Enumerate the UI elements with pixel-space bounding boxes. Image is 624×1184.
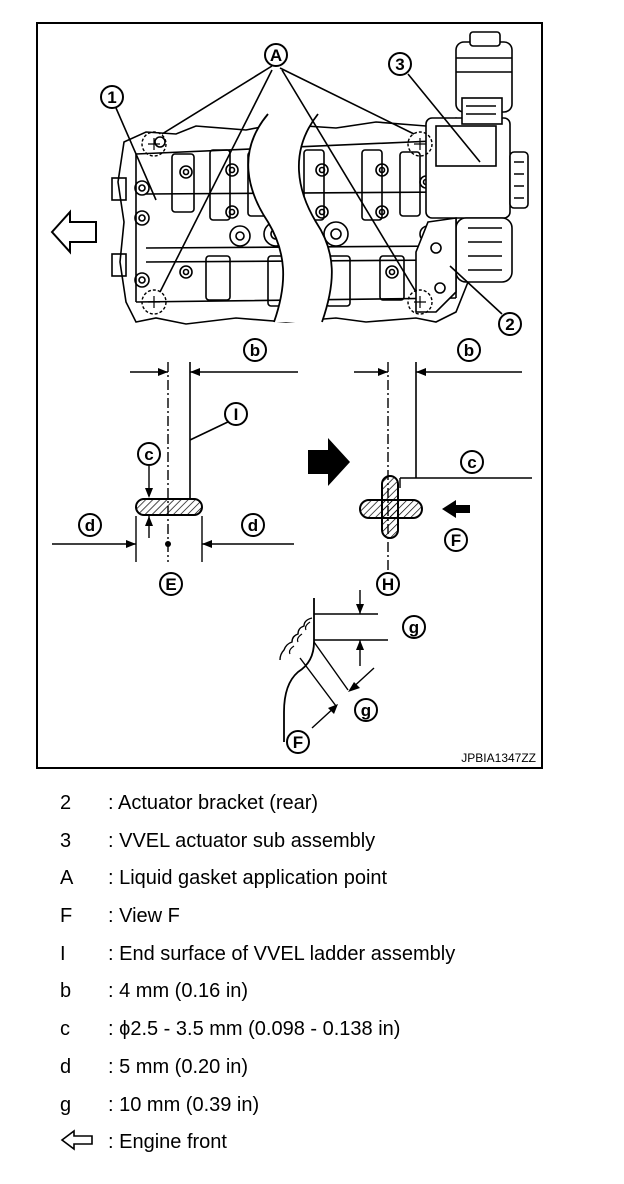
callout-d-left-label: d	[85, 516, 95, 535]
legend-row: d : 5 mm (0.20 in)	[60, 1054, 600, 1092]
legend-engine-front-key	[60, 1129, 100, 1158]
callout-d-right-circle	[241, 513, 265, 537]
legend-row: I : End surface of VVEL ladder assembly	[60, 941, 600, 979]
legend-key: d	[60, 1055, 72, 1078]
callout-H-label: H	[382, 575, 394, 594]
gasket-point-2	[407, 131, 433, 157]
callout-1-label: 1	[107, 88, 116, 107]
legend-text: : End surface of VVEL ladder assembly	[108, 942, 456, 965]
legend-row: c : ϕ2.5 - 3.5 mm (0.098 - 0.138 in)	[60, 1016, 600, 1054]
callout-1-leader	[115, 107, 157, 201]
legend-row: b : 4 mm (0.16 in)	[60, 978, 600, 1016]
callout-E-circle	[159, 572, 183, 596]
legend-row: g : 10 mm (0.39 in)	[60, 1092, 600, 1130]
callout-I-circle	[224, 402, 248, 426]
legend-text: : VVEL actuator sub assembly	[108, 829, 376, 852]
legend-row: 3 : VVEL actuator sub assembly	[60, 828, 600, 866]
legend-text: : Actuator bracket (rear)	[108, 792, 319, 814]
view-F-arrow-icon	[442, 500, 470, 518]
callout-2-label: 2	[505, 315, 514, 334]
callout-F-right-label: F	[451, 531, 461, 550]
direction-arrow-icon	[308, 438, 350, 486]
callout-2-circle	[498, 312, 522, 336]
callout-A-leaders	[159, 65, 417, 293]
callout-c-left-label: c	[144, 445, 153, 464]
callout-3-circle	[388, 52, 412, 76]
legend-key: c	[60, 1018, 70, 1041]
callout-3-leader	[407, 73, 481, 163]
legend-row: F : View F	[60, 903, 600, 941]
detail-E: b I c d d E	[52, 338, 298, 596]
callout-F-bottom-circle	[286, 730, 310, 754]
gasket-bead-E	[135, 498, 203, 516]
callout-g-lower-label: g	[361, 701, 371, 720]
callout-d-left-circle	[78, 513, 102, 537]
callout-3-label: 3	[395, 55, 404, 74]
callout-b-left-circle	[243, 338, 267, 362]
view-F-detail: g g F	[279, 590, 426, 754]
legend-key: g	[60, 1093, 72, 1116]
legend-key: b	[60, 980, 72, 1003]
diagram-svg: A 1 3 2 b I c	[36, 22, 543, 769]
break-band	[248, 114, 332, 322]
diagram-figure: A 1 3 2 b I c	[36, 22, 543, 769]
callout-c-right-label: c	[467, 453, 476, 472]
engine-front-arrow-icon	[60, 1129, 93, 1151]
legend-row: A : Liquid gasket application point	[60, 865, 600, 903]
break-line-left	[247, 113, 285, 323]
gasket-bead-H-vertical	[381, 475, 399, 539]
callout-d-right-label: d	[248, 516, 258, 535]
callout-A-label: A	[270, 46, 282, 65]
legend-text: : 5 mm (0.20 in)	[108, 1055, 249, 1078]
callout-b-right-label: b	[464, 341, 474, 360]
gasket-point-1	[141, 131, 167, 157]
callout-b-left-label: b	[250, 341, 260, 360]
legend-key: A	[60, 867, 74, 890]
figure-code: JPBIA1347ZZ	[461, 751, 536, 765]
engine-front-arrow-icon	[50, 209, 97, 255]
legend-row: 2 : Actuator bracket (rear)	[60, 790, 600, 828]
legend-text: : ϕ2.5 - 3.5 mm (0.098 - 0.138 in)	[108, 1018, 401, 1041]
callout-E-label: E	[165, 575, 176, 594]
callout-A-circle	[264, 43, 288, 67]
gasket-points	[141, 131, 433, 315]
legend-text: : 4 mm (0.16 in)	[108, 980, 249, 1003]
callout-g-upper-circle	[402, 615, 426, 639]
callout-b-right-circle	[457, 338, 481, 362]
callout-2-leader	[449, 265, 503, 315]
legend-key: I	[60, 942, 66, 965]
legend-text: : 10 mm (0.39 in)	[108, 1093, 260, 1116]
gasket-point-4	[407, 289, 433, 315]
detail-H: b c F H	[308, 338, 532, 596]
legend-row: : Engine front	[60, 1129, 600, 1167]
callout-F-bottom-label: F	[293, 733, 303, 752]
callout-1-circle	[100, 85, 124, 109]
callout-H-circle	[376, 572, 400, 596]
callout-F-right-circle	[444, 528, 468, 552]
legend-text: : Engine front	[108, 1131, 227, 1154]
legend-key: 2	[60, 792, 72, 814]
legend-text: : View F	[108, 905, 180, 928]
break-line-right	[298, 113, 333, 323]
callout-g-lower-circle	[354, 698, 378, 722]
legend-text: : Liquid gasket application point	[108, 867, 388, 890]
callout-c-right-circle	[460, 450, 484, 474]
callout-c-left-circle	[137, 442, 161, 466]
gasket-crosses	[148, 138, 426, 308]
callout-g-upper-label: g	[409, 618, 419, 637]
legend-list: 2 : Actuator bracket (rear) 3 : VVEL act…	[60, 790, 600, 1167]
legend-key: 3	[60, 829, 72, 852]
legend-key: F	[60, 905, 73, 928]
callout-I-label: I	[234, 405, 239, 424]
gasket-point-3	[141, 289, 167, 315]
